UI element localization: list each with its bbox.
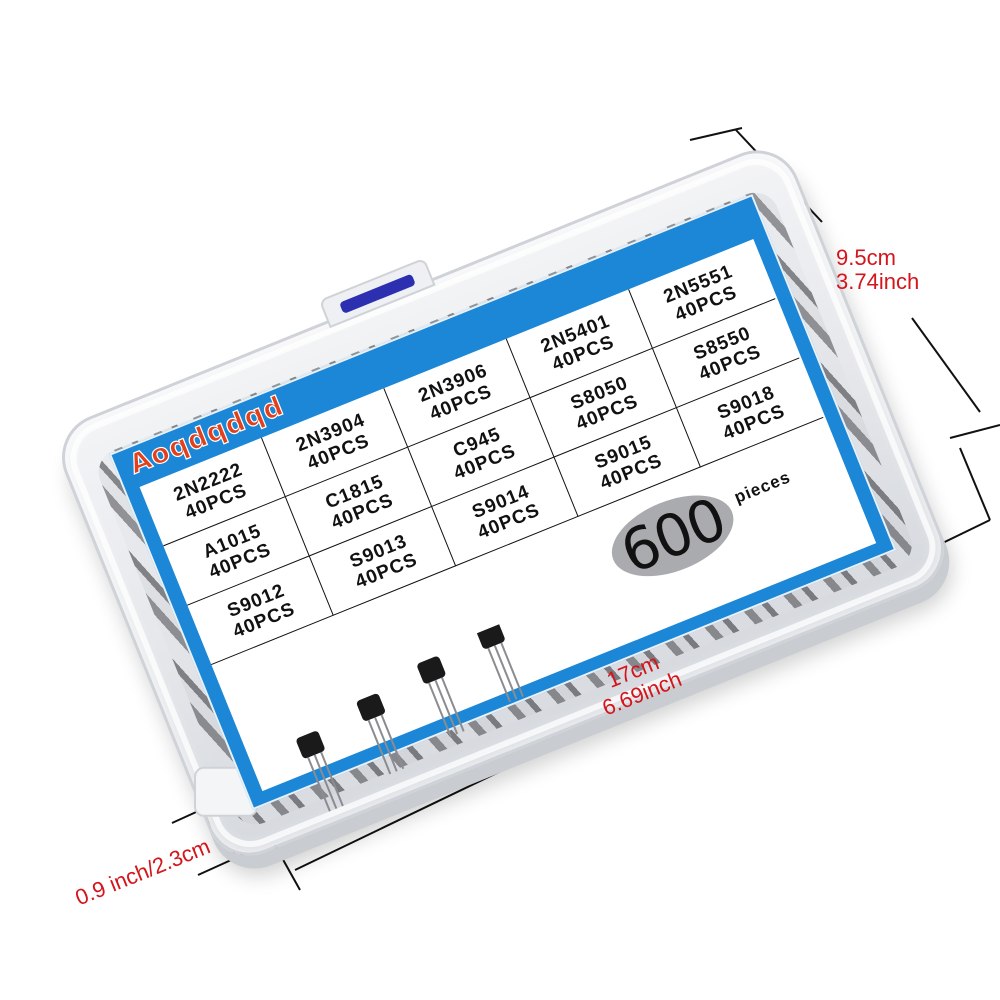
height-inch: 3.74inch xyxy=(836,269,920,294)
height-dimension-label: 9.5cm 3.74inch xyxy=(836,246,919,294)
total-count: 600 xyxy=(611,484,734,587)
transistor-icon xyxy=(296,621,524,812)
total-unit: pieces xyxy=(731,467,794,508)
height-cm: 9.5cm xyxy=(836,245,896,270)
transistor-illustrations xyxy=(296,621,524,812)
